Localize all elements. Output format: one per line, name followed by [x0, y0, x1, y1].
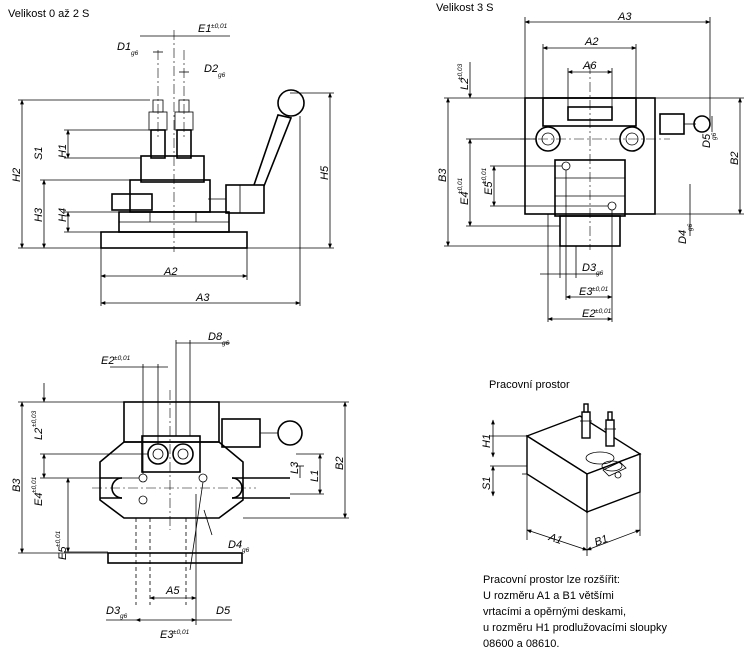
fit-D5-top: g6: [711, 132, 718, 140]
fit-D2: g6: [218, 72, 226, 79]
dim-E5-top: E5: [483, 181, 495, 195]
dim-A3-top: A3: [617, 11, 632, 23]
dim-D3-top: D3: [582, 262, 597, 274]
tol-E2-plan: ±0,01: [114, 355, 131, 362]
heading-size-0-2: Velikost 0 až 2 S: [8, 8, 90, 20]
top-view-size-3: A3 A2 A6 B3 B2 L2 ±0,03 E4 ±0,01 E5 ±0,0…: [437, 11, 744, 322]
tol-E3-plan: ±0,01: [173, 629, 190, 636]
dim-B2-top: B2: [729, 152, 741, 165]
dim-L3-plan: L3: [289, 461, 301, 474]
dim-E4-plan: E4: [33, 493, 45, 506]
dim-E2-top: E2: [582, 308, 595, 320]
dim-B3-plan: B3: [11, 478, 23, 492]
dim-A1: A1: [546, 531, 563, 547]
dim-L1-plan: L1: [309, 470, 321, 482]
dim-B2-plan: B2: [334, 457, 346, 470]
tol-E5-top: ±0,01: [481, 167, 488, 184]
tol-E4-top: ±0,01: [457, 177, 464, 194]
dim-H4: H4: [57, 208, 69, 222]
note-line-2: U rozměru A1 a B1 většími: [483, 590, 614, 602]
dim-H5: H5: [319, 165, 331, 180]
fit-D3-top: g6: [596, 270, 604, 277]
dim-A3-front: A3: [195, 292, 210, 304]
dim-H1-front: H1: [57, 144, 69, 158]
tol-E3-top: ±0,01: [592, 286, 609, 293]
dim-D3-plan: D3: [106, 605, 121, 617]
dim-E5-plan: E5: [57, 546, 69, 560]
note-line-3: vrtacími a opěrnými deskami,: [483, 606, 627, 618]
dim-A6: A6: [582, 60, 597, 72]
dim-E3-plan: E3: [160, 629, 174, 641]
dim-A5: A5: [165, 585, 180, 597]
tol-E2-top: ±0,01: [595, 308, 612, 315]
note-line-4: u rozměru H1 prodlužovacími sloupky: [483, 622, 668, 634]
fit-D3-plan: g6: [120, 613, 128, 620]
dim-H3: H3: [33, 207, 45, 222]
tol-E4-plan: ±0,01: [31, 476, 38, 493]
dim-D2: D2: [204, 63, 218, 75]
dim-A2-top: A2: [584, 36, 598, 48]
fit-D1: g6: [131, 50, 139, 57]
tol-E1: ±0,01: [211, 23, 228, 30]
dim-D5-top: D5: [701, 133, 713, 148]
note-line-1: Pracovní prostor lze rozšířit:: [483, 574, 620, 586]
dim-A2-front: A2: [163, 266, 177, 278]
fit-D8: g6: [222, 340, 230, 347]
dim-D8: D8: [208, 331, 223, 343]
dim-E4-top: E4: [459, 192, 471, 205]
dim-B1: B1: [593, 533, 610, 549]
dim-S1-front: S1: [33, 147, 45, 160]
fit-D4-top: g6: [687, 223, 694, 231]
work-area-isometric: H1 S1 A1 B1: [481, 403, 642, 556]
front-view: A2 A3 E1 ±0,01 D1 g6 D2 g6 H2 H3 S1 H1 H…: [11, 23, 334, 306]
dim-D4-plan: D4: [228, 539, 242, 551]
dim-E2-plan: E2: [101, 355, 114, 367]
tol-L2-plan: ±0,03: [31, 410, 38, 427]
dim-L2-plan: L2: [33, 428, 45, 440]
dim-E1: E1: [198, 23, 211, 35]
plan-view: B3 B2 L2 ±0,03 E4 ±0,01 E5 ±0,01 L1 L3 D…: [11, 331, 349, 641]
dim-H1-work: H1: [481, 434, 493, 448]
heading-size-3: Velikost 3 S: [436, 2, 494, 14]
dim-D1: D1: [117, 41, 131, 53]
dim-S1-work: S1: [481, 477, 493, 490]
work-area-note: Pracovní prostor lze rozšířit: U rozměru…: [483, 572, 667, 652]
tol-E5-plan: ±0,01: [55, 530, 62, 547]
fit-D4-plan: g6: [242, 547, 250, 554]
note-line-5: 08600 a 08610.: [483, 638, 560, 650]
dim-D5-plan: D5: [216, 605, 231, 617]
dim-H2: H2: [11, 168, 23, 182]
dim-D4-top: D4: [677, 230, 689, 244]
dim-B3-top: B3: [437, 168, 449, 182]
dim-L2-top: L2: [459, 78, 471, 90]
dim-E3-top: E3: [579, 286, 593, 298]
tol-L2-top: ±0,03: [457, 63, 464, 80]
heading-work-area: Pracovní prostor: [489, 379, 570, 391]
